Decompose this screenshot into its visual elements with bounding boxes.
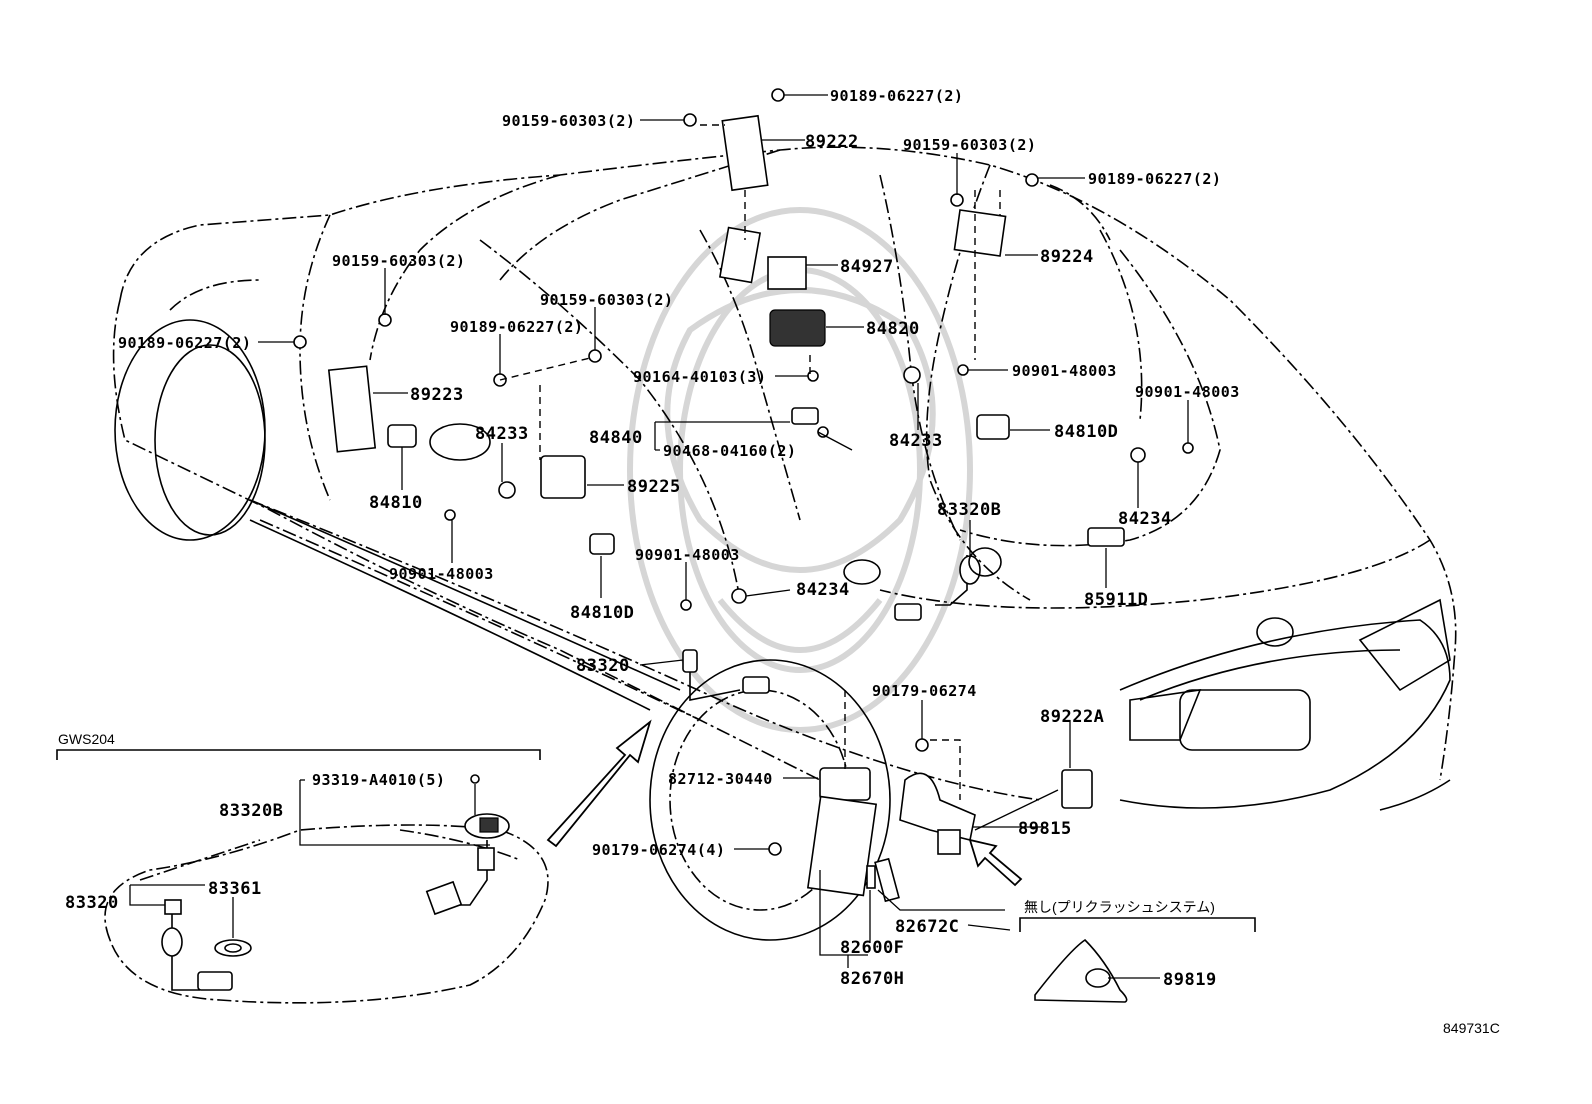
callout-label: 89222A — [1040, 707, 1104, 727]
inset-label: 83320 — [65, 893, 119, 913]
callout-label: 89222 — [805, 132, 859, 152]
note-text: 無し(プリクラッシュシステム) — [1024, 899, 1215, 915]
callout-label: 85911D — [1084, 590, 1148, 610]
callout-label: 90189-06227(2) — [830, 87, 963, 105]
callout-label: 82670H — [840, 969, 904, 989]
callout-label: 83320B — [937, 500, 1001, 520]
callout-label: 84927 — [840, 257, 894, 277]
callout-label: 89223 — [410, 385, 464, 405]
inset-frame — [56, 749, 541, 760]
callout-label: 84810D — [1054, 422, 1118, 442]
callout-label: 83320 — [576, 656, 630, 676]
note-part-label: 89819 — [1163, 970, 1217, 990]
inset-label: 93319-A4010(5) — [312, 771, 445, 789]
front-wheel — [114, 319, 266, 541]
car-body-outline — [112, 146, 1457, 801]
callout-label: 89225 — [627, 477, 681, 497]
callout-labels: 90189-06227(2) 90159-60303(2) 89222 9015… — [58, 87, 1500, 1036]
callout-label: 90901-48003 — [1012, 362, 1117, 380]
leader-lines — [129, 94, 1189, 979]
note-bracket — [1019, 917, 1256, 932]
callout-label: 89815 — [1018, 819, 1072, 839]
callout-label: 84840 — [589, 428, 643, 448]
callout-label: 90189-06227(2) — [450, 318, 583, 336]
callout-label: 84810 — [369, 493, 423, 513]
callout-label: 90179-06274(4) — [592, 841, 725, 859]
callout-label: 90901-48003 — [635, 546, 740, 564]
callout-label: 82712-30440 — [668, 770, 773, 788]
callout-label: 90901-48003 — [389, 565, 494, 583]
rear-end — [1119, 598, 1451, 811]
callout-label: 90189-06227(2) — [118, 334, 251, 352]
callout-label: 84234 — [796, 580, 850, 600]
inset-tank — [104, 824, 549, 1004]
callout-label: 84233 — [889, 431, 943, 451]
callout-label: 89224 — [1040, 247, 1094, 267]
inset-title: GWS204 — [58, 731, 115, 747]
callout-label: 90179-06274 — [872, 682, 977, 700]
callout-label: 90164-40103(3) — [633, 368, 766, 386]
inset-label: 83320B — [219, 801, 283, 821]
callout-label: 90189-06227(2) — [1088, 170, 1221, 188]
callout-label: 84233 — [475, 424, 529, 444]
callout-label: 84820 — [866, 319, 920, 339]
alignment-lines — [499, 124, 1001, 800]
direction-arrows — [546, 719, 1023, 887]
callout-label: 90901-48003 — [1135, 383, 1240, 401]
callout-label: 82600F — [840, 938, 904, 958]
callout-label: 90159-60303(2) — [540, 291, 673, 309]
callout-label: 90468-04160(2) — [663, 442, 796, 460]
inset-label: 83361 — [208, 879, 262, 899]
callout-label: 84234 — [1118, 509, 1172, 529]
sill-lines — [249, 499, 681, 711]
drawing-id: 849731C — [1443, 1020, 1500, 1036]
callout-label: 84810D — [570, 603, 634, 623]
callout-label: 90159-60303(2) — [332, 252, 465, 270]
callout-label: 90159-60303(2) — [502, 112, 635, 130]
callout-label: 82672C — [895, 917, 959, 937]
callout-label: 90159-60303(2) — [903, 136, 1036, 154]
